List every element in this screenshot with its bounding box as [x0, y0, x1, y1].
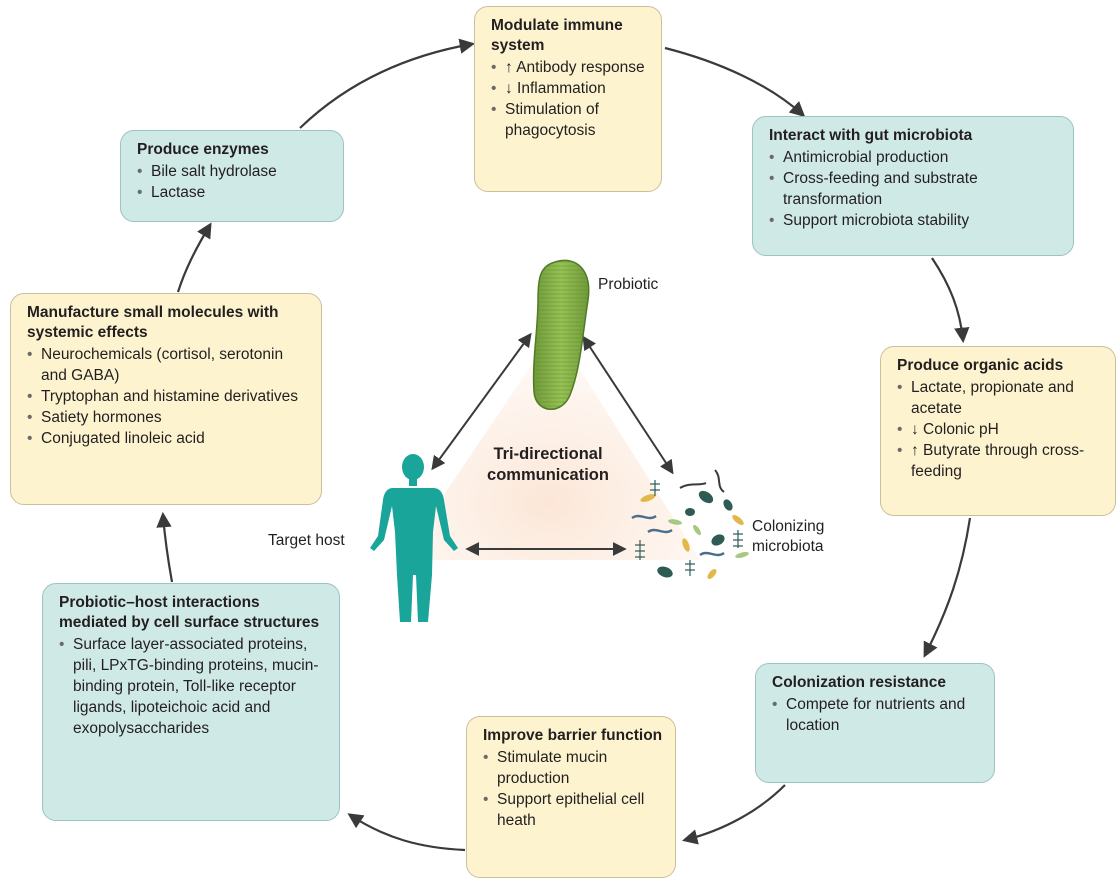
box-manufacture-small-molecules: Manufacture small molecules with systemi…	[10, 293, 322, 505]
target-host-label: Target host	[268, 532, 345, 549]
arrow-probiotic-host	[431, 332, 532, 471]
list-item: Surface layer-associated proteins, pili,…	[59, 634, 327, 739]
box-title: Interact with gut microbiota	[769, 127, 973, 144]
probiotic-label: Probiotic	[598, 276, 659, 293]
box-modulate-immune-system: Modulate immune system ↑ Antibody respon…	[474, 6, 662, 192]
list-item: Conjugated linoleic acid	[27, 428, 309, 449]
list-item: Cross-feeding and substrate transformati…	[769, 168, 1061, 210]
list-item: Lactase	[137, 182, 331, 203]
list-item: Stimulation of phagocytosis	[491, 99, 649, 141]
probiotic-bacterium-icon	[532, 259, 590, 410]
box-title: Probiotic–host interactions mediated by …	[59, 594, 320, 631]
box-title: Improve barrier function	[483, 727, 663, 744]
list-item: ↓ Inflammation	[491, 78, 649, 99]
cycle-arrows	[156, 38, 972, 852]
arrow-gut-to-acids	[931, 257, 970, 344]
microbiota-cluster-icon	[631, 469, 749, 579]
arrow-immune-to-gut	[664, 46, 806, 118]
arrow-probiotic-microbiota	[582, 335, 674, 475]
box-title: Modulate immune system	[491, 17, 623, 54]
arrow-colonization-to-barrier	[682, 784, 786, 845]
tri-directional-label: Tri-directional communication	[487, 445, 609, 484]
box-interact-gut-microbiota: Interact with gut microbiota Antimicrobi…	[752, 116, 1074, 256]
arrow-molecules-to-enzymes	[176, 222, 212, 293]
list-item: Stimulate mucin production	[483, 747, 663, 789]
list-item: Tryptophan and histamine derivatives	[27, 386, 309, 407]
box-title: Colonization resistance	[772, 674, 946, 691]
arrow-surface-to-molecules	[156, 511, 174, 583]
box-improve-barrier-function: Improve barrier function Stimulate mucin…	[466, 716, 676, 878]
list-item: Antimicrobial production	[769, 147, 1061, 168]
communication-arrows	[431, 332, 674, 556]
list-item: ↓ Colonic pH	[897, 419, 1103, 440]
list-item: Support epithelial cell heath	[483, 789, 663, 831]
list-item: Neurochemicals (cortisol, serotonin and …	[27, 344, 309, 386]
arrow-enzymes-to-immune	[299, 38, 476, 129]
communication-triangle	[400, 330, 700, 560]
box-produce-organic-acids: Produce organic acids Lactate, propionat…	[880, 346, 1116, 516]
list-item: Bile salt hydrolase	[137, 161, 331, 182]
list-item: ↑ Antibody response	[491, 57, 649, 78]
box-cell-surface-structures: Probiotic–host interactions mediated by …	[42, 583, 340, 821]
list-item: ↑ Butyrate through cross-feeding	[897, 440, 1103, 482]
colonizing-microbiota-label: Colonizing microbiota	[752, 518, 825, 555]
list-item: Support microbiota stability	[769, 210, 1061, 231]
arrow-barrier-to-surface	[347, 813, 466, 852]
list-item: Satiety hormones	[27, 407, 309, 428]
box-colonization-resistance: Colonization resistance Compete for nutr…	[755, 663, 995, 783]
box-title: Produce organic acids	[897, 357, 1064, 374]
list-item: Compete for nutrients and location	[772, 694, 982, 736]
arrow-acids-to-colonization	[923, 517, 972, 658]
list-item: Lactate, propionate and acetate	[897, 377, 1103, 419]
box-produce-enzymes: Produce enzymes Bile salt hydrolase Lact…	[120, 130, 344, 222]
box-title: Produce enzymes	[137, 141, 269, 158]
human-figure-icon	[370, 454, 458, 622]
box-title: Manufacture small molecules with systemi…	[27, 304, 279, 341]
